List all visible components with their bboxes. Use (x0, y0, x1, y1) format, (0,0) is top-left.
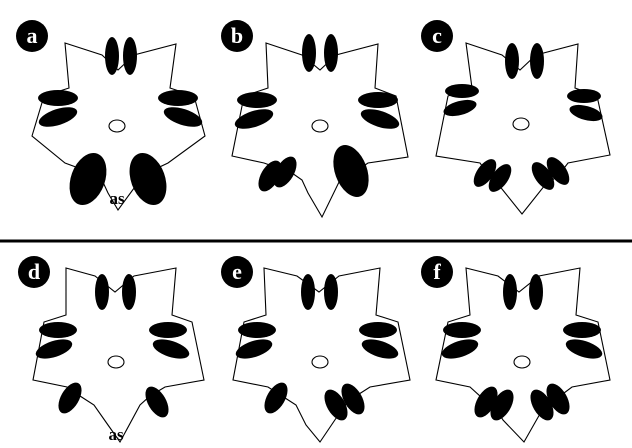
central-column (513, 118, 529, 130)
pollinium-top-left (301, 274, 315, 310)
pollinium-top-right (530, 43, 544, 79)
pollinium-right-lower (359, 336, 400, 363)
panel-label: d (28, 259, 40, 284)
pollinium-right-lower (162, 103, 205, 131)
panel-d: d as (18, 256, 204, 444)
pollinium-left-lower (37, 103, 80, 131)
pollinium-right-upper (567, 89, 601, 103)
panel-label: b (231, 23, 243, 48)
pollinium-left-lower (233, 105, 276, 133)
pollinium-top-left (503, 274, 517, 310)
pollinium-left-upper (443, 322, 481, 338)
pollinium-top-right (324, 34, 338, 72)
pollinium-top-left (95, 274, 109, 310)
pollinium-left-upper (237, 92, 277, 108)
pollinium-left-upper (38, 90, 78, 106)
pollinium-right-lower (150, 336, 191, 363)
pollinium-top-left (505, 43, 519, 79)
central-column (312, 356, 328, 368)
pollinium-right-upper (359, 322, 397, 338)
central-column (514, 356, 530, 368)
pollinium-right-upper (149, 322, 187, 338)
panel-f: f (421, 256, 610, 442)
panel-label: e (232, 259, 242, 284)
annotation-as: as (109, 189, 125, 208)
pollinium-right-upper (158, 90, 198, 106)
pollinium-left-lower (439, 336, 480, 363)
pollinium-top-left (302, 34, 316, 72)
pollinium-bottom-left (54, 379, 87, 417)
pollinium-bottom-left (63, 148, 113, 210)
panel-label: c (432, 23, 442, 48)
pollinium-top-right (529, 274, 543, 310)
pollinium-left-lower (233, 336, 274, 363)
panel-c: c (421, 20, 610, 214)
central-column (312, 120, 328, 132)
panel-e: e (221, 256, 410, 442)
pollinium-bottom-right (141, 383, 174, 421)
pollinium-right-lower (563, 336, 604, 363)
pollinium-left-upper (39, 322, 77, 338)
pollinium-top-left (105, 37, 119, 75)
pollinium-top-right (324, 274, 338, 310)
pollinium-bottom-left (260, 379, 293, 417)
panel-b: b (221, 20, 408, 217)
pollinium-top-right (123, 37, 137, 75)
pollinium-right-lower (359, 105, 402, 133)
pollinium-right-upper (563, 322, 601, 338)
pollinium-left-upper (238, 322, 276, 338)
panel-label: f (433, 259, 441, 284)
panel-a: a as (16, 20, 205, 210)
pollinium-right-upper (358, 92, 398, 108)
central-column (108, 356, 124, 368)
pollinium-left-lower (33, 336, 74, 363)
pollinium-left-upper (445, 84, 479, 98)
central-column (109, 120, 125, 132)
panel-label: a (27, 23, 38, 48)
pollinium-bottom-right (123, 148, 173, 210)
pollinium-top-right (122, 274, 136, 310)
annotation-as: as (108, 425, 124, 444)
